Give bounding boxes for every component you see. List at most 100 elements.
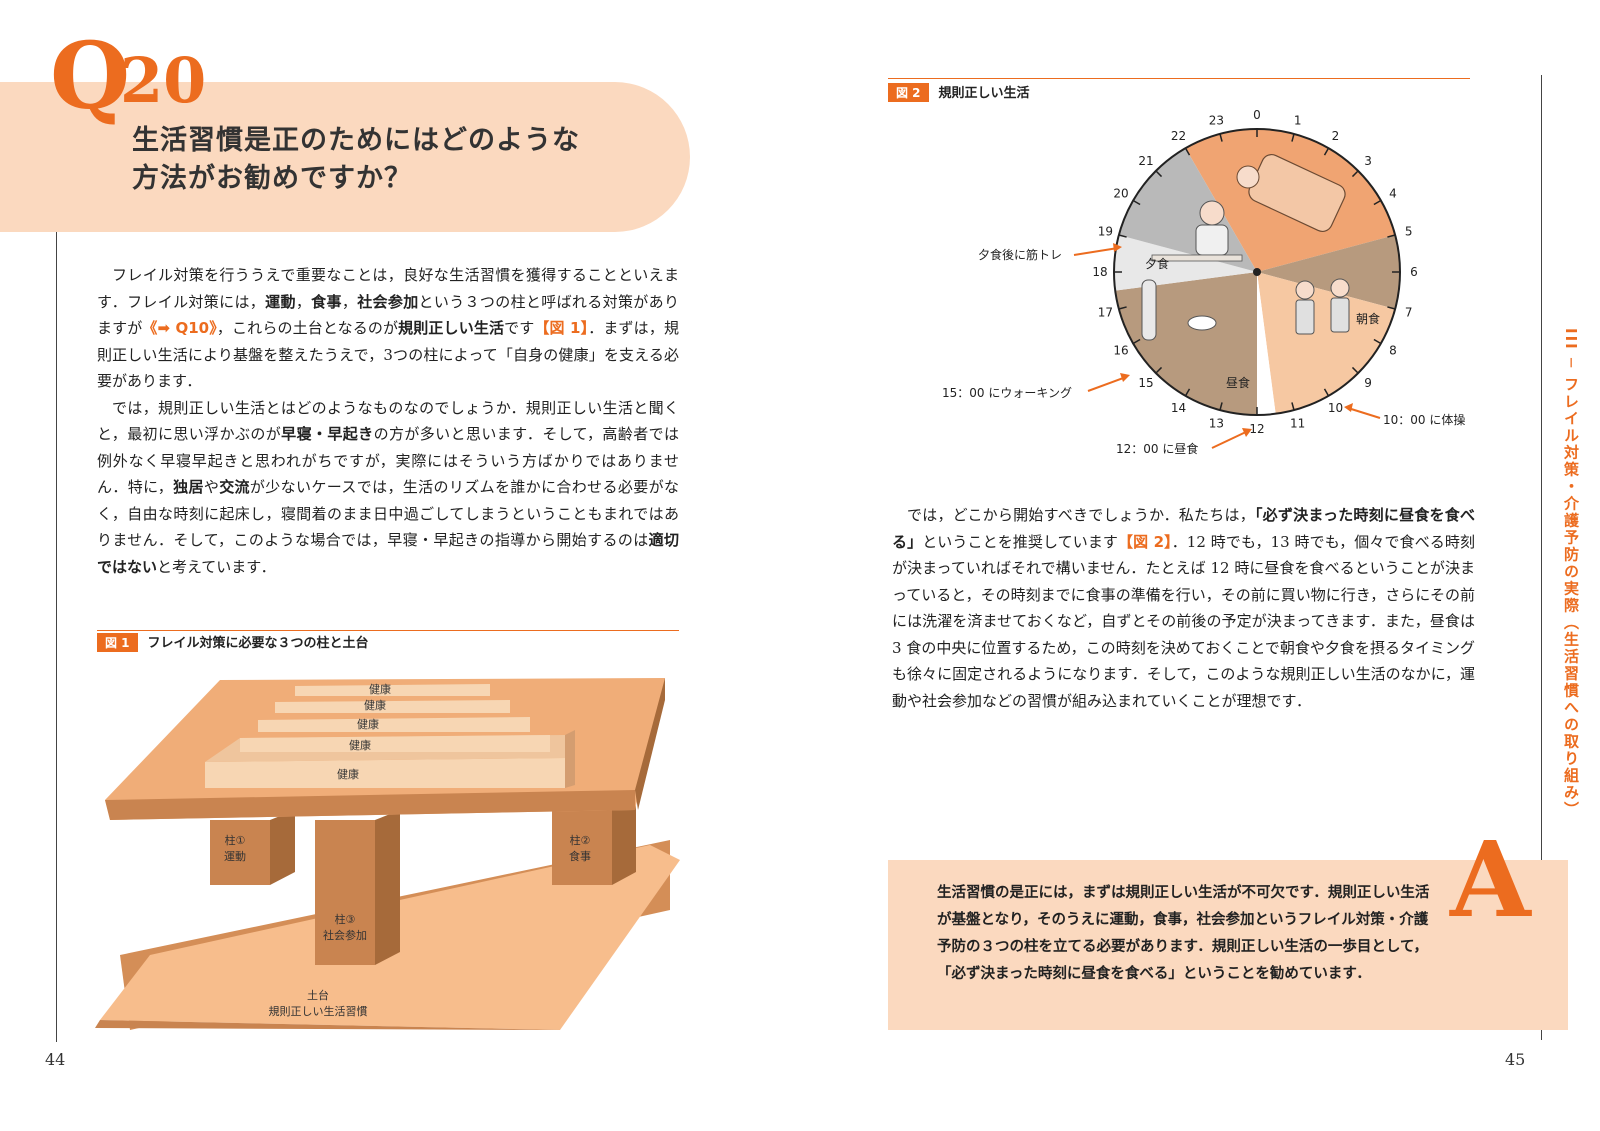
hour-tick [1155,170,1163,178]
answer-band [888,860,1568,1030]
step-label: 健康 [337,767,359,781]
hour-tick [1323,147,1330,156]
paragraph-2: では，規則正しい生活とはどのようなものなのでしょうか．規則正しい生活と聞くと，最… [97,395,679,581]
hour-label: 22 [1171,129,1186,143]
step-label: 健康 [357,717,379,731]
right-body-text: では，どこから開始すべきでしょうか．私たちは，「必ず決まった時刻に昼食を食べる」… [892,502,1475,714]
bold-term: 独居 [173,478,204,496]
text-span: ， [295,292,312,311]
question-mark: Q [50,22,130,130]
callout-arrow [1347,407,1381,419]
pillar-1-label-bottom: 運動 [224,849,246,863]
step-3 [258,717,530,732]
figure-reference-link[interactable]: 【図 2】 [1118,532,1172,551]
bold-term: 早寝・早起き [281,425,374,443]
hour-label: 20 [1113,187,1128,201]
hour-tick [1132,199,1141,206]
hour-label: 14 [1171,401,1186,415]
answer-text: 生活習慣の是正には，まずは規則正しい生活が不可欠です．規則正しい生活が基盤となり… [937,885,1430,982]
right-margin-rule [1541,75,1542,1040]
left-body-text: フレイル対策を行ううえで重要なことは，良好な生活習慣を獲得することといえます．フ… [97,262,679,580]
pillar-3-label-top: 柱③ [335,912,356,926]
bold-term: 交流 [219,478,250,496]
page-number-right: 45 [1505,1050,1526,1069]
hour-tick [1291,402,1295,411]
hour-label: 9 [1364,376,1372,390]
figure-1-rule [97,630,679,631]
text-span: では，どこから開始すべきでしょうか．私たちは， [907,506,1255,524]
hour-label: 5 [1405,224,1413,238]
pillar-2 [552,800,612,885]
walking-person-illustration [1141,279,1217,341]
page-number-left: 44 [45,1050,66,1069]
pillar-1 [210,820,270,885]
question-band [0,82,690,232]
text-span: や [203,478,220,496]
pillar-2-side [612,788,636,885]
clock-face [1113,128,1401,416]
dining-person-illustration [1151,200,1243,262]
dinner-label: 夕食 [1145,256,1169,271]
step-label: 健康 [349,738,371,752]
figure-2-tag: 図 2 [888,83,929,102]
hour-label: 4 [1389,187,1397,201]
stretching-people-illustration [1295,278,1350,335]
hour-tick [1291,133,1295,142]
hour-tick [1184,388,1191,397]
figure-1-illustration: 健康 健康 健康 健康 健康 柱① 運動 柱② 食事 柱③ 社会参加 土台 規則… [95,678,680,1030]
hour-tick [1387,234,1396,238]
text-span: ．まずは，規則正しい生活により基盤を整えたうえで，3つの柱によって「自身の健康」… [97,319,679,390]
hour-tick [1373,338,1382,345]
callout-arrow [1211,430,1249,449]
step-5 [205,758,565,788]
clock-ticks [1114,129,1400,415]
tabletop-side [635,678,665,810]
figure-2-rule [888,78,1470,79]
hour-label: 21 [1138,154,1153,168]
step-2 [275,700,510,713]
callout-exercise: 10：00 に体操 [1383,412,1465,427]
callout-after-dinner: 夕食後に筋トレ [978,247,1062,262]
callout-arrow [1073,247,1119,256]
callout-walking: 15：00 にウォーキング [942,386,1072,400]
paragraph-3: では，どこから開始すべきでしょうか．私たちは，「必ず決まった時刻に昼食を食べる」… [892,502,1475,714]
hour-label: 7 [1405,306,1413,320]
question-title: 生活習慣是正のためにはどのような 方法がお勧めですか？ [132,122,672,198]
pillar-2-label-bottom: 食事 [569,849,591,863]
step-label: 健康 [364,698,386,712]
hour-label: 19 [1098,224,1113,238]
text-span: という３つの柱と呼ばれる対策がありますが [97,292,679,338]
hour-tick [1387,306,1396,310]
hour-label: 6 [1410,265,1418,279]
figure-reference-link[interactable]: 【図 1】 [534,319,589,337]
clock-center [1253,268,1261,276]
text-span: ということを推奨しています [922,532,1119,551]
step-1 [295,684,490,696]
left-margin-rule [56,232,57,1042]
question-title-line1: 生活習慣是正のためにはどのような [132,125,580,156]
lunch-label: 昼食 [1226,375,1250,390]
base-label-bottom: 規則正しい生活習慣 [269,1004,368,1018]
text-span: では，規則正しい生活とはどのようなものなのでしょうか．規則正しい生活と聞くと，最… [97,398,679,444]
callout-arrow [1087,376,1127,392]
callout-arrowhead [1120,373,1130,382]
tabletop-edge [105,790,635,820]
pillar-3 [315,820,375,965]
hour-tick [1373,199,1382,206]
text-span: フレイル対策を行ううえで重要なことは，良好な生活習慣を獲得することといえます．フ… [97,266,679,311]
breakfast-exercise-sector [1257,272,1396,414]
paragraph-1: フレイル対策を行ううえで重要なことは，良好な生活習慣を獲得することといえます．フ… [97,262,679,395]
figure-2-caption: 図 2 規則正しい生活 [888,82,1030,102]
hour-label: 15 [1138,376,1153,390]
figure-2-title: 規則正しい生活 [938,86,1030,101]
lunch-sector [1257,272,1276,415]
hour-tick [1118,306,1127,310]
step-4 [240,735,550,752]
callout-arrowhead [1242,428,1252,437]
pillar-3-label-bottom: 社会参加 [323,928,367,942]
hour-tick [1219,402,1223,411]
hour-tick [1219,133,1223,142]
cross-reference-link[interactable]: 《➡ Q10》 [142,319,217,337]
